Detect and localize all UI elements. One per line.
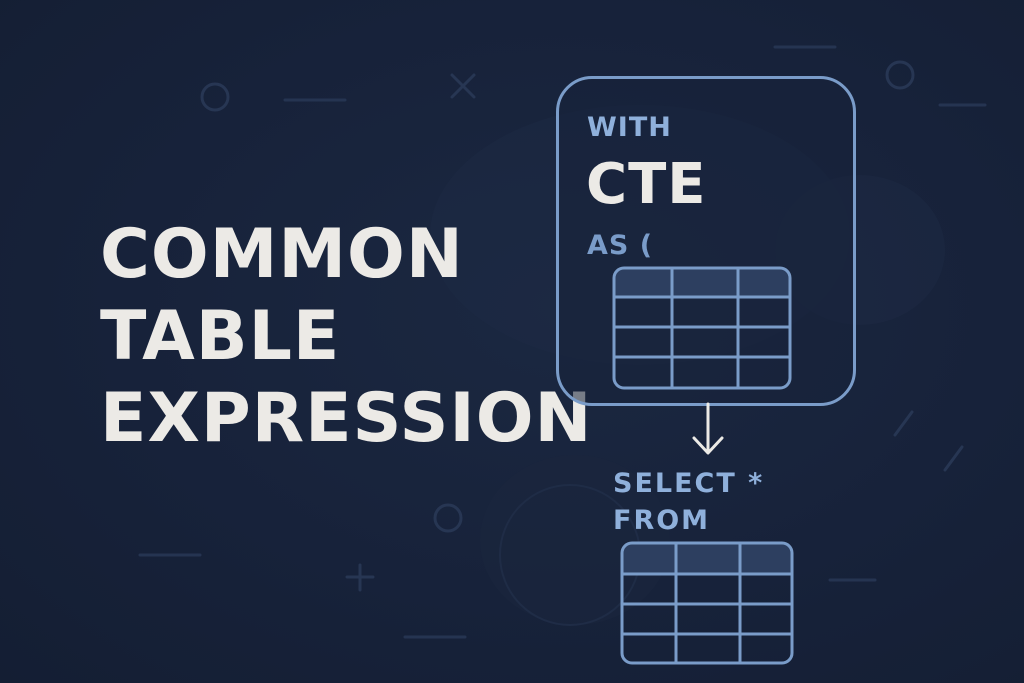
with-keyword: WITH bbox=[587, 112, 672, 143]
cte-table-icon bbox=[612, 266, 792, 390]
decor-circle-icon bbox=[200, 82, 230, 112]
decor-plus-icon bbox=[345, 563, 375, 592]
decor-slash bbox=[893, 410, 914, 437]
select-keyword: SELECT * bbox=[613, 468, 765, 499]
from-keyword: FROM bbox=[613, 505, 711, 536]
decor-slash bbox=[943, 445, 964, 472]
decor-circle-icon bbox=[433, 503, 463, 533]
arrow-down-icon bbox=[692, 402, 724, 455]
result-table-icon bbox=[620, 541, 794, 665]
decor-circle-icon bbox=[885, 60, 915, 90]
result-table-header bbox=[622, 543, 792, 574]
title-line-table: TABLE bbox=[100, 297, 341, 376]
page-title: COMMON TABLE EXPRESSION bbox=[100, 214, 592, 460]
title-line-common: COMMON bbox=[100, 215, 464, 294]
decor-cross-icon bbox=[450, 73, 476, 99]
cte-definition-box bbox=[556, 76, 856, 406]
cte-keyword: CTE bbox=[586, 152, 707, 217]
cte-table-header bbox=[614, 268, 790, 297]
as-keyword: AS ( bbox=[587, 230, 654, 261]
title-line-expression: EXPRESSION bbox=[100, 379, 593, 458]
